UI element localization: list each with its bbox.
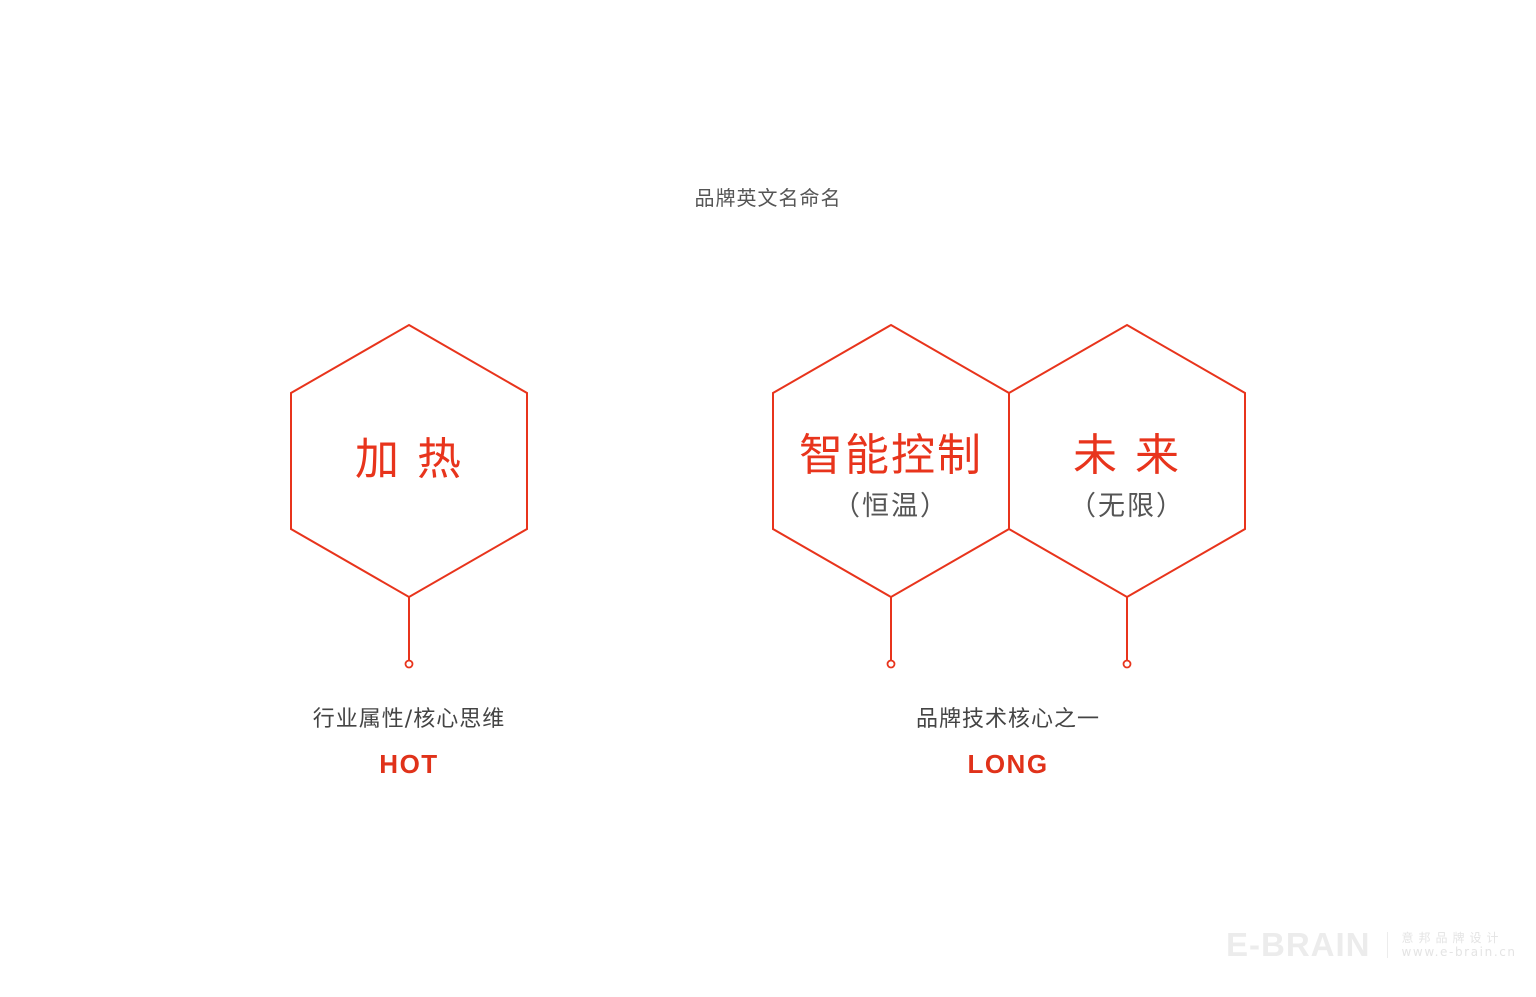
page-title-text: 品牌英文名命名 xyxy=(694,186,842,210)
keyword-long: LONG xyxy=(967,749,1049,779)
watermark-url: www.e-brain.cn xyxy=(1401,945,1517,959)
watermark-logo: E-BRAIN xyxy=(1226,926,1371,963)
watermark: E-BRAIN 意邦品牌设计 www.e-brain.cn xyxy=(1226,926,1517,963)
page-title: 品牌英文名命名 xyxy=(0,182,1536,211)
connector-dot-heat xyxy=(404,659,414,669)
hexagon-label-smart-control: 智能控制 xyxy=(799,430,983,481)
hexagon-label-heat: 加 热 xyxy=(355,434,463,485)
keyword-hot: HOT xyxy=(379,749,439,779)
hexagon-label-future: 未 来 xyxy=(1073,430,1181,481)
hexagon-sublabel-infinite: （无限） xyxy=(1069,491,1185,522)
watermark-text: 意邦品牌设计 www.e-brain.cn xyxy=(1402,931,1517,959)
connector-dot-future xyxy=(1122,659,1132,669)
caption-brand-tech-core: 品牌技术核心之一 xyxy=(915,707,1100,732)
watermark-company-name: 意邦品牌设计 xyxy=(1401,931,1504,945)
caption-industry-attribute: 行业属性/核心思维 xyxy=(312,707,506,732)
connector-dot-smart-control xyxy=(886,659,896,669)
watermark-divider xyxy=(1386,932,1388,958)
hexagon-sublabel-constant-temp: （恒温） xyxy=(833,491,949,522)
